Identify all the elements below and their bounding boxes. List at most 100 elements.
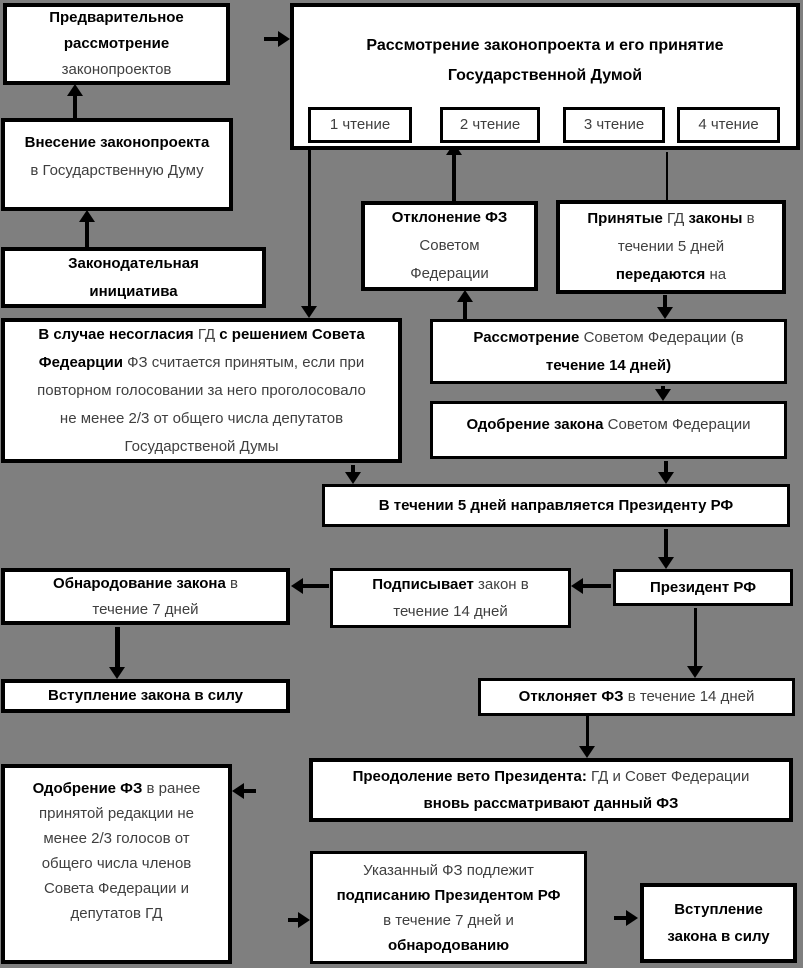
- box-reading-1: 1 чтение: [308, 107, 412, 143]
- box-text: ГД: [667, 210, 689, 227]
- arrow-down-icon: [655, 389, 671, 401]
- box-text: обнародованию: [387, 936, 510, 954]
- box-text: Одобрение ФЗ: [32, 780, 147, 797]
- box-federation-council-consideration: Рассмотрение Советом Федерации (в течени…: [430, 319, 787, 384]
- box-text: на: [709, 266, 727, 283]
- arrow-down-icon: [657, 307, 673, 319]
- box-text: в течение 7 дней и: [383, 911, 514, 929]
- box-reading-2: 2 чтение: [440, 107, 540, 143]
- arrow-nesoglasie-to-napravlyaetsya-line: [351, 465, 355, 473]
- arrow-obnarodovanie-to-vstuplenie-line: [115, 627, 120, 667]
- box-president: Президент РФ: [613, 569, 793, 606]
- box-text: Законодательная: [68, 254, 199, 272]
- box-bill-submission: Внесение законопроекта в Государственную…: [1, 118, 233, 211]
- box-text: В случае несогласия: [38, 325, 198, 343]
- box-text: В течении 5 дней направляется Президенту…: [378, 496, 734, 514]
- arrow-to-ukazanny-line: [288, 918, 298, 922]
- box-text: Советом Федерации (в: [583, 328, 744, 346]
- box-text: Указанный ФЗ подлежит: [363, 861, 534, 879]
- box-text: Вступление: [674, 901, 763, 918]
- box-text: депутатов ГД: [70, 905, 163, 922]
- box-text: Отклонение ФЗ: [391, 209, 508, 226]
- arrow-rassmotrenie-to-otklonenie-line: [463, 296, 467, 320]
- arrow-preodolenie-to-odobreniefz-line: [244, 789, 256, 793]
- box-law-approval: Одобрение закона Советом Федерации: [430, 401, 787, 459]
- box-rejection-by-federation-council: Отклонение ФЗ Советом Федерации: [361, 201, 538, 291]
- box-text: рассмотрение: [63, 35, 170, 52]
- arrow-napravlyaetsya-to-president-line: [664, 529, 668, 559]
- box-text: Принятые: [587, 210, 668, 227]
- box-rejects-law: Отклоняет ФЗ в течение 14 дней: [478, 678, 795, 716]
- arrow-president-to-podpisyvaet-line: [583, 584, 611, 588]
- arrow-odobrenie-to-napravlyaetsya-line: [664, 461, 668, 473]
- arrow-up-icon: [79, 210, 95, 222]
- box-law-promulgation: Обнародование закона в течение 7 дней: [1, 568, 290, 625]
- box-text: Советом: [419, 237, 480, 254]
- box-text: законы: [688, 210, 747, 227]
- box-text: инициатива: [89, 282, 178, 300]
- arrow-vnesenie-to-preliminary-line: [73, 94, 77, 120]
- box-title: Рассмотрение законопроекта и его приняти…: [366, 37, 724, 54]
- arrow-preliminary-to-duma-line: [264, 37, 278, 41]
- box-text: 4 чтение: [698, 116, 759, 133]
- box-duma-disagreement: В случае несогласия ГД с решением Совета…: [1, 318, 402, 463]
- box-text: Советом Федерации: [607, 416, 751, 433]
- box-text: течение 7 дней: [92, 600, 199, 618]
- arrow-down-icon: [579, 746, 595, 758]
- box-text: общего числа членов: [41, 855, 192, 872]
- box-text: подписанию Президентом РФ: [336, 886, 561, 904]
- connector-duma-to-prinyatye-line: [666, 152, 668, 200]
- arrow-right-icon: [278, 31, 290, 47]
- box-text: с решением Совета: [219, 325, 365, 343]
- box-text: в: [229, 574, 238, 592]
- box-text: Вступление закона в силу: [47, 687, 244, 704]
- box-text: ГД и Совет Федерации: [591, 768, 750, 785]
- box-signs-law: Подписывает закон в течение 14 дней: [330, 568, 571, 628]
- box-law-entry-into-force-right: Вступление закона в силу: [640, 883, 797, 963]
- arrow-right-icon: [626, 910, 638, 926]
- box-title: Государственной Думой: [447, 67, 643, 84]
- box-text: закон в: [478, 576, 529, 593]
- box-text: закона в силу: [667, 928, 770, 945]
- arrow-prinyatye-to-rassmotrenie-line: [663, 295, 667, 308]
- box-text: в течение 14 дней: [627, 688, 755, 705]
- arrow-down-icon: [687, 666, 703, 678]
- box-text: вновь рассматривают данный ФЗ: [423, 795, 679, 812]
- box-text: Подписывает: [372, 576, 478, 593]
- arrow-down-icon: [658, 557, 674, 569]
- box-text: 1 чтение: [329, 116, 391, 133]
- box-law-subject-to-signing: Указанный ФЗ подлежит подписанию Президе…: [310, 851, 587, 964]
- box-text: Совета Федерации и: [43, 880, 190, 897]
- arrow-up-icon: [67, 84, 83, 96]
- arrow-down-icon: [301, 306, 317, 318]
- box-text: Президент РФ: [649, 578, 756, 596]
- box-text: ГД: [197, 325, 220, 343]
- box-text: передаются: [615, 266, 710, 283]
- box-text: ФЗ считается принятым, если при: [127, 353, 365, 371]
- box-text: 2 чтение: [459, 116, 521, 133]
- arrow-initiative-to-vnesenie-line: [85, 220, 89, 247]
- box-preliminary-review: Предварительное рассмотрение законопроек…: [3, 3, 230, 85]
- box-text: Федерации: [410, 265, 489, 282]
- box-text: принятой редакции не: [39, 805, 194, 822]
- box-text: Обнародование закона: [53, 574, 230, 592]
- box-text: законопроектов: [61, 61, 172, 78]
- box-text: менее 2/3 голосов от: [43, 830, 190, 847]
- arrow-left-icon: [291, 578, 303, 594]
- box-text: не менее 2/3 от общего числа депутатов: [59, 409, 344, 427]
- arrow-president-to-otklonyaet-line: [694, 608, 697, 666]
- box-legislative-initiative: Законодательная инициатива: [1, 247, 266, 308]
- box-reading-4: 4 чтение: [677, 107, 780, 143]
- arrow-right-icon: [298, 912, 310, 928]
- box-law-entry-into-force-left: Вступление закона в силу: [1, 679, 290, 713]
- box-approval-previous-edition: Одобрение ФЗ в ранее принятой редакции н…: [1, 764, 232, 964]
- box-text: Рассмотрение: [473, 328, 584, 346]
- box-text: Внесение законопроекта: [24, 133, 210, 151]
- box-text: Государственой Думы: [124, 437, 279, 455]
- box-text: в ранее: [146, 780, 201, 797]
- box-text: течении 5 дней: [617, 238, 725, 255]
- box-adopted-laws-transfer: Принятые ГД законы в течении 5 дней пере…: [556, 200, 786, 294]
- arrow-down-icon: [345, 472, 361, 484]
- arrow-ukazanny-to-vstuplenie-line: [614, 916, 626, 920]
